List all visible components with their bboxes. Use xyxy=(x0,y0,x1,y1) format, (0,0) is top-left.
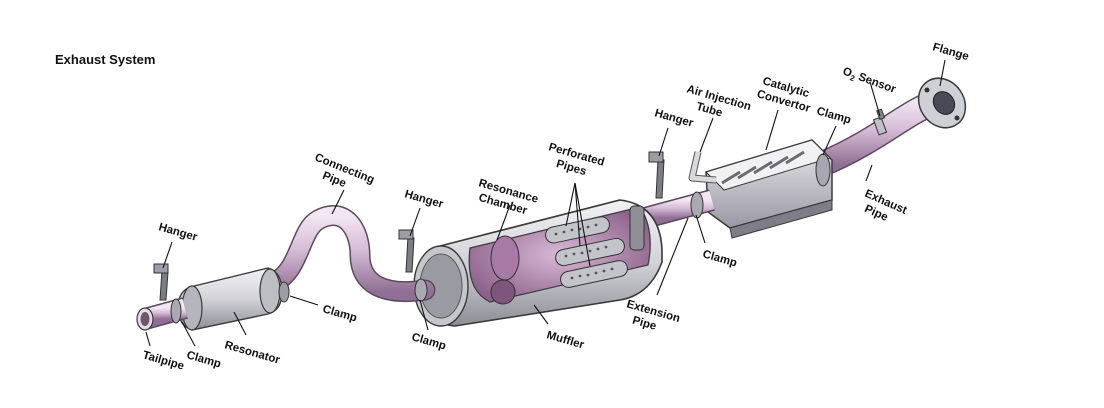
hanger-mid xyxy=(398,229,415,273)
flange xyxy=(917,77,967,129)
label-catalytic-convertor: Catalytic Convertor xyxy=(755,75,815,115)
label-hanger-mid: Hanger xyxy=(403,188,445,211)
leader-lines xyxy=(145,59,946,347)
label-exhaust-pipe: Exhaust Pipe xyxy=(857,188,911,231)
label-connecting-pipe: Connecting Pipe xyxy=(308,152,379,201)
hanger-front xyxy=(648,151,665,199)
tailpipe xyxy=(136,297,188,331)
label-hanger-rear: Hanger xyxy=(157,221,199,244)
label-clamp-muffler: Clamp xyxy=(410,331,447,352)
label-flange: Flange xyxy=(931,41,970,63)
label-clamp-cat: Clamp xyxy=(815,105,852,126)
extension-pipe xyxy=(642,189,715,229)
label-clamp-resonator: Clamp xyxy=(321,303,358,324)
connecting-pipe xyxy=(264,205,436,303)
diagram-title: Exhaust System xyxy=(55,52,156,67)
muffler xyxy=(413,199,663,327)
label-muffler: Muffler xyxy=(545,329,586,351)
label-o2-sensor: O2 Sensor xyxy=(840,66,898,98)
air-injection-tube xyxy=(688,151,717,184)
label-resonance-chamber: Resonance Chamber xyxy=(473,177,542,220)
label-clamp-extension: Clamp xyxy=(701,248,738,269)
labels: Flange O2 Sensor Air Injection Tube Cata… xyxy=(141,41,970,372)
label-tailpipe: Tailpipe xyxy=(141,349,185,372)
label-hanger-front: Hanger xyxy=(653,107,695,130)
label-resonator: Resonator xyxy=(223,339,281,366)
label-clamp-tail: Clamp xyxy=(185,349,222,370)
label-perforated-pipes: Perforated Pipes xyxy=(543,141,609,183)
label-extension-pipe: Extension Pipe xyxy=(621,298,684,339)
resonator xyxy=(177,267,290,331)
catalytic-converter xyxy=(705,139,833,239)
hanger-rear xyxy=(153,263,169,301)
